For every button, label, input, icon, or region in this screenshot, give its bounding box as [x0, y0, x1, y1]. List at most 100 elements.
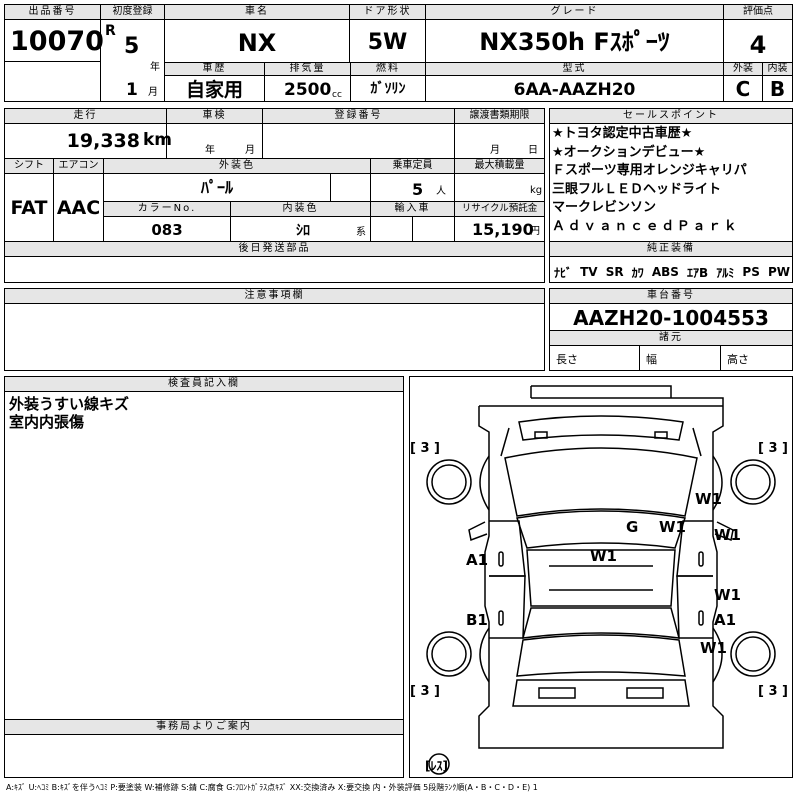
- header-table: [4, 4, 793, 102]
- tread-rear-left: [ 3 ]: [410, 684, 440, 699]
- insp-year-unit: 年: [205, 145, 215, 156]
- type-code: 6AA-AAZH20: [513, 80, 636, 100]
- equipment-header: 純正装備: [549, 241, 793, 257]
- color: ﾊﾟｰﾙ: [200, 178, 233, 197]
- model: NX: [237, 29, 277, 57]
- equipment-item: PS: [742, 265, 760, 279]
- sales-line: 三眼フルＬＥＤヘッドライト: [552, 181, 722, 197]
- grade-header: グレード: [425, 4, 724, 20]
- fuel-header: 燃料: [350, 62, 426, 76]
- color-no-header: カラーNo.: [103, 201, 231, 217]
- mileage-unit: km: [143, 130, 173, 150]
- history-header: 車歴: [164, 62, 265, 76]
- ext-grade-header: 外装: [723, 62, 763, 76]
- shift: FAT: [10, 197, 48, 219]
- ac: AAC: [56, 197, 101, 219]
- first-reg-header: 初度登録: [100, 4, 165, 20]
- recycle: 15,190: [472, 220, 534, 239]
- interior: ｼﾛ: [296, 223, 310, 239]
- height-label: 高さ: [727, 353, 749, 366]
- equipment-item: ｱﾙﾐ: [716, 265, 735, 280]
- tread-rear-right: [ 3 ]: [758, 684, 788, 699]
- inspection-header: 車検: [166, 108, 263, 124]
- spec-header: 諸元: [549, 330, 793, 346]
- tread-front-right: [ 3 ]: [758, 441, 788, 456]
- sales-line: ★トヨタ認定中古車歴★: [552, 126, 693, 141]
- later-parts-header: 後日発送部品: [4, 241, 545, 257]
- damage-mark: A1: [466, 551, 489, 569]
- era-mark: R: [105, 23, 116, 39]
- color-no: 083: [151, 221, 183, 239]
- equipment-item: ABS: [651, 265, 679, 279]
- interior-header: 内装色: [230, 201, 371, 217]
- equipment-item: ｶﾜ: [631, 265, 644, 280]
- damage-mark: W1: [659, 518, 686, 536]
- notes-header: 注意事項欄: [4, 288, 545, 304]
- fuel: ｶﾞｿﾘﾝ: [370, 81, 406, 97]
- chassis-header: 車台番号: [549, 288, 793, 304]
- equipment-item: ｴｱB: [687, 265, 709, 280]
- ext-grade: C: [735, 77, 751, 101]
- type-header: 型式: [425, 62, 724, 76]
- doors: 5W: [367, 30, 408, 55]
- reg-no-header: 登録番号: [262, 108, 455, 124]
- lot-no-header: 出品番号: [4, 4, 101, 20]
- score-header: 評価点: [723, 4, 793, 20]
- inspector-notes: 外装うすい線キズ 室内内張傷: [9, 395, 129, 431]
- interior-unit: 系: [356, 227, 366, 238]
- sales-line: Ｆスポーツ専用オレンジキャリパ: [552, 163, 747, 179]
- equipment-list: ﾅﾋﾞ TV SR ｶﾜ ABS ｴｱB ｱﾙﾐ PS PW: [552, 262, 792, 282]
- displacement-unit: cc: [332, 90, 342, 100]
- damage-diagram-box: [409, 376, 793, 778]
- displacement-header: 排気量: [264, 62, 351, 76]
- transfer-day-unit: 日: [528, 145, 538, 156]
- damage-mark: W1: [695, 490, 722, 508]
- equipment-item: SR: [605, 265, 624, 279]
- mileage: 19,338: [66, 130, 140, 152]
- shift-header: シフト: [4, 158, 54, 174]
- load-header: 最大積載量: [454, 158, 545, 174]
- damage-mark: A1: [714, 611, 737, 629]
- first-reg-month: 1: [126, 80, 138, 100]
- tread-front-left: [ 3 ]: [410, 441, 440, 456]
- inspector-line: 外装うすい線キズ: [9, 395, 130, 413]
- transfer-month-unit: 月: [490, 145, 500, 156]
- recycle-unit: 円: [530, 226, 540, 237]
- history: 自家用: [185, 79, 243, 101]
- model-header: 車名: [164, 4, 350, 20]
- month-unit: 月: [148, 87, 158, 98]
- width-label: 幅: [646, 353, 657, 366]
- equipment-item: PW: [767, 265, 790, 279]
- damage-mark: W1: [714, 526, 741, 544]
- mileage-header: 走行: [4, 108, 167, 124]
- office-header: 事務局よりご案内: [4, 719, 404, 735]
- capacity-unit: 人: [436, 186, 446, 197]
- capacity-header: 乗車定員: [370, 158, 455, 174]
- lot-no: 10070: [10, 26, 104, 57]
- sales-line: ★オークションデビュー★: [552, 144, 706, 160]
- sales-header: セールスポイント: [549, 108, 793, 124]
- damage-mark: W1: [714, 586, 741, 604]
- inspector-header: 検査員記入欄: [4, 376, 404, 392]
- displacement: 2500: [284, 80, 332, 100]
- recycle-header: リサイクル預託金: [454, 201, 545, 217]
- int-grade: B: [769, 77, 786, 101]
- damage-mark: B1: [466, 611, 488, 629]
- damage-mark: G: [626, 518, 639, 536]
- first-reg-year: 5: [124, 34, 140, 59]
- color-header: 外装色: [103, 158, 371, 174]
- equipment-item: ﾅﾋﾞ: [554, 265, 573, 280]
- legend: A:ｷｽﾞ U:ﾍｺﾐ B:ｷｽﾞを伴うﾍｺﾐ P:要塗装 W:補修跡 S:錆 …: [6, 783, 538, 792]
- spare-tire: [ﾚｽ]: [425, 759, 448, 773]
- capacity: 5: [412, 180, 424, 199]
- length-label: 長さ: [556, 353, 578, 366]
- sales-line: ＡｄｖａｎｃｅｄＰａｒｋ: [552, 218, 740, 234]
- damage-mark: W1: [700, 639, 727, 657]
- grade: NX350h Fｽﾎﾟｰﾂ: [479, 28, 670, 56]
- chassis-number: AAZH20-1004553: [573, 306, 769, 330]
- equipment-item: TV: [580, 265, 598, 279]
- ac-header: エアコン: [53, 158, 104, 174]
- sales-points-list: ★トヨタ認定中古車歴★ ★オークションデビュー★ Ｆスポーツ専用オレンジキャリパ…: [552, 125, 747, 237]
- int-grade-header: 内装: [762, 62, 793, 76]
- car-diagram: [426, 385, 776, 775]
